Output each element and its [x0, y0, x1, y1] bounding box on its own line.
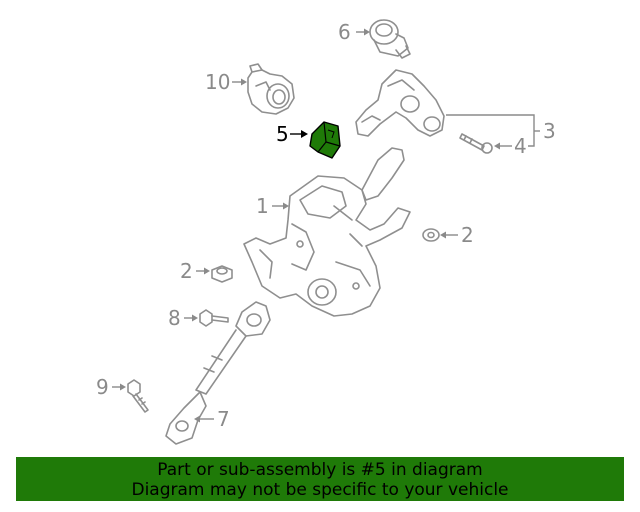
arrow-2-left — [204, 267, 210, 275]
callout-8: 8 — [168, 306, 181, 330]
part-4-bolt — [459, 133, 493, 154]
callout-5: 5 — [276, 122, 289, 146]
banner-line-2: Diagram may not be specific to your vehi… — [131, 480, 509, 500]
arrow-8 — [192, 314, 198, 322]
callout-2-left: 2 — [180, 259, 193, 283]
part-2-nut-left — [211, 265, 233, 283]
arrow-1 — [283, 202, 289, 210]
callout-3: 3 — [543, 119, 556, 143]
callout-2-right: 2 — [461, 223, 474, 247]
callout-9: 9 — [96, 375, 109, 399]
arrow-10 — [241, 78, 247, 86]
arrow-9 — [120, 383, 126, 391]
info-banner: Part or sub-assembly is #5 in diagram Di… — [16, 457, 624, 501]
callout-10: 10 — [205, 70, 230, 94]
part-9-bolt — [127, 379, 149, 413]
callout-1: 1 — [256, 194, 269, 218]
arrow-2-right — [440, 231, 446, 239]
part-10-ignition-housing — [247, 63, 295, 115]
callout-6: 6 — [338, 20, 351, 44]
part-3-lock-housing — [355, 69, 445, 137]
parts-diagram: 6 10 3 4 — [96, 19, 556, 445]
arrow-5 — [301, 130, 308, 138]
arrow-6 — [364, 28, 370, 36]
part-6-lock-cylinder — [369, 19, 411, 59]
part-2-nut-right — [422, 228, 440, 242]
part-7-intermediate-shaft — [165, 301, 271, 445]
callout-4: 4 — [514, 134, 527, 158]
callout-7: 7 — [217, 407, 230, 431]
banner-line-1: Part or sub-assembly is #5 in diagram — [157, 460, 483, 480]
arrow-7 — [194, 415, 200, 423]
part-5-highlighted — [309, 121, 341, 159]
arrow-4 — [494, 142, 500, 150]
part-8-bolt — [199, 309, 229, 327]
part-1-steering-column — [243, 147, 411, 317]
